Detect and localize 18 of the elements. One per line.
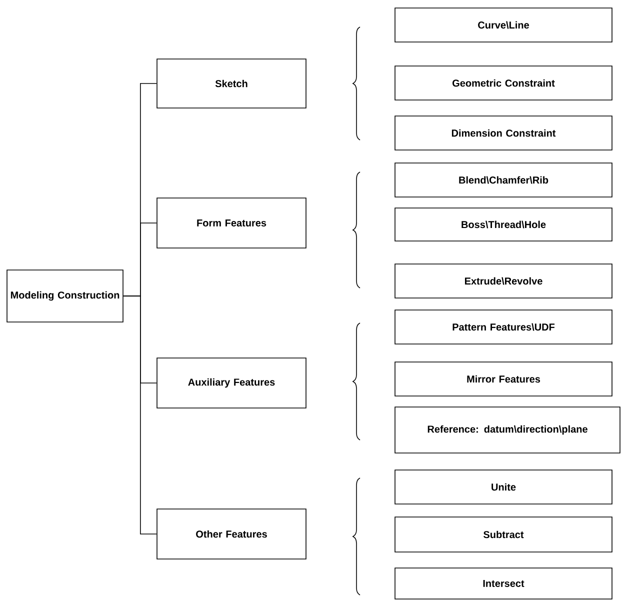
box: Auxiliary Features — [156, 358, 306, 408]
box: Dimension Constraint — [394, 116, 612, 150]
box: Unite — [394, 470, 612, 504]
box: Intersect — [394, 568, 612, 600]
box: Sketch — [156, 58, 306, 108]
box: Modeling Construction — [6, 270, 124, 322]
box: Extrude\Revolve — [394, 264, 612, 298]
box: Subtract — [394, 516, 612, 552]
box: Mirror Features — [394, 362, 612, 396]
box: Form Features — [156, 198, 306, 248]
connector — [123, 296, 157, 534]
box: Blend\Chamfer\Rib — [394, 162, 612, 198]
box: Boss\Thread\Hole — [394, 208, 612, 242]
box: Reference: datum\direction\plane — [394, 406, 620, 454]
box: Curve\Line — [394, 8, 612, 42]
box: Geometric Constraint — [394, 66, 612, 100]
box: Other Features — [156, 508, 306, 560]
box: Pattern Features\UDF — [394, 310, 612, 344]
